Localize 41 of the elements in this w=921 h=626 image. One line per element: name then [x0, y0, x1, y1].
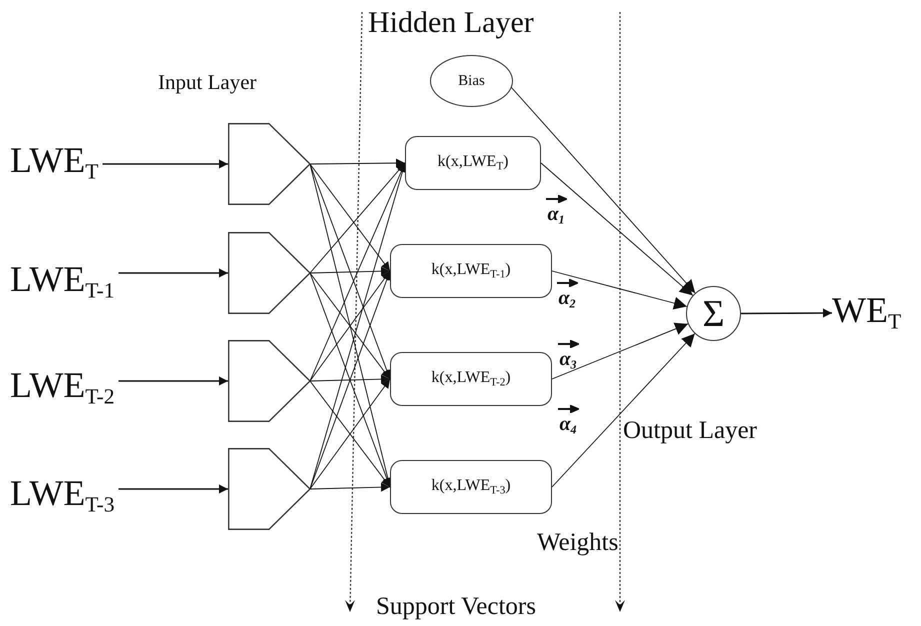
arrow: [102, 160, 228, 168]
layer-heading: Hidden Layer: [368, 8, 534, 38]
arrow: [118, 268, 228, 278]
arrow: [310, 164, 390, 272]
variable-label: LWE$_{T-1}$: [10, 256, 150, 308]
arrow: [741, 308, 832, 318]
arrow: [118, 376, 228, 386]
arrow: [310, 162, 406, 274]
arrow: [310, 482, 390, 492]
kernel-box: k(x,LWE$_{T}$): [405, 136, 541, 190]
variable-label: LWE$_{T-3}$: [10, 470, 150, 522]
layer-heading: Input Layer: [158, 72, 257, 93]
edge-label: α$_{4}$: [559, 413, 577, 435]
summation-circle: Σ: [686, 286, 741, 341]
variable-label: LWE$_{T-2}$: [10, 362, 150, 414]
kernel-box: k(x,LWE$_{T-3}$): [390, 460, 552, 514]
input-node-shape: [228, 123, 310, 205]
edge-label: α$_{3}$: [559, 348, 577, 370]
edge-label: α$_{2}$: [558, 287, 576, 309]
input-node-shape: [228, 232, 310, 314]
arrow: [310, 158, 406, 168]
annotation-label: Weights: [537, 530, 618, 555]
arrow: [310, 266, 390, 276]
arrow: [540, 162, 694, 296]
edge-label: α$_{1}$: [547, 203, 565, 225]
arrow: [552, 333, 696, 488]
variable-label: LWE$_{T}$: [10, 140, 135, 186]
input-node-shape: [228, 448, 310, 530]
arrow: [552, 270, 688, 310]
variable-label: WE$_{T}$: [832, 290, 921, 336]
arrow: [310, 374, 390, 384]
input-node-shape: [228, 340, 310, 422]
kernel-box: k(x,LWE$_{T-2}$): [390, 352, 552, 406]
kernel-box: k(x,LWE$_{T-1}$): [390, 244, 552, 298]
arrow: [310, 164, 392, 380]
bias-node: Bias: [430, 55, 513, 107]
arrow: [552, 322, 688, 380]
arrow: [118, 484, 228, 494]
annotation-label: Support Vectors: [376, 594, 536, 619]
layer-heading: Output Layer: [623, 418, 757, 443]
arrow: [510, 86, 696, 294]
